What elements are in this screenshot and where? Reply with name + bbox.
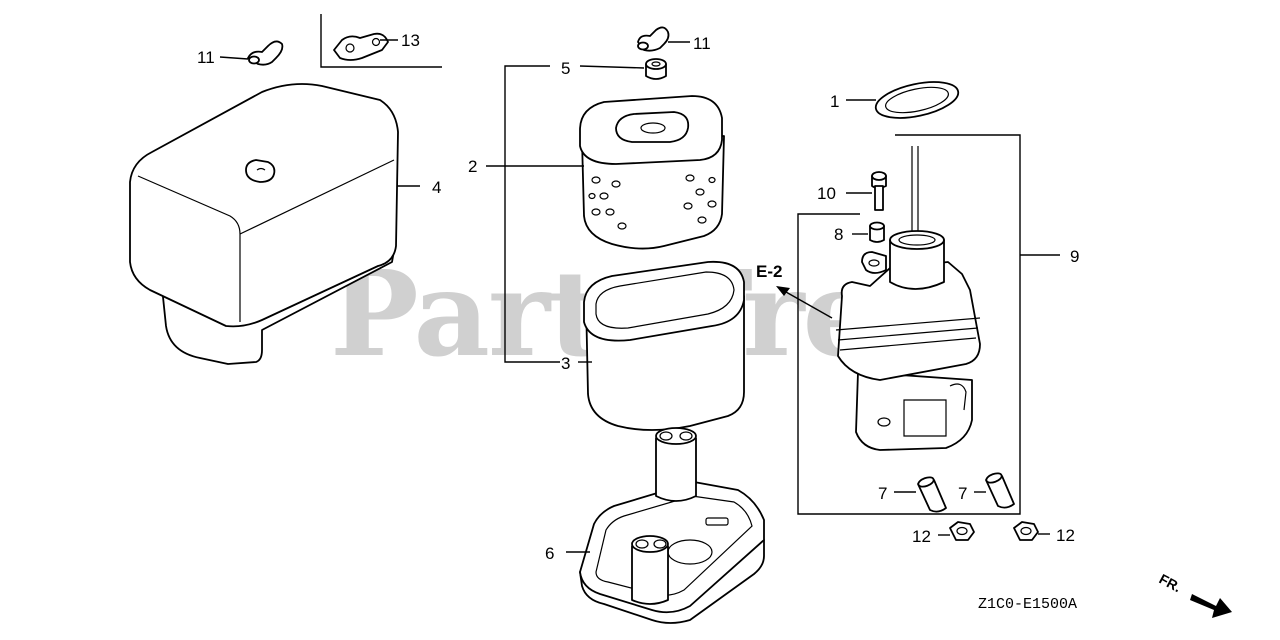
callout-11-left: 11 <box>197 48 215 67</box>
callout-10: 10 <box>817 184 836 203</box>
front-direction-arrow: FR. <box>1157 571 1232 618</box>
filter-perforations <box>588 174 717 230</box>
part-7-pipe-right[interactable] <box>985 472 1015 509</box>
part-12-nut-left[interactable] <box>949 521 975 541</box>
part-11-wing-nut-right[interactable] <box>637 26 670 52</box>
part-11-wing-nut-left[interactable] <box>247 40 284 66</box>
part-4-cover[interactable] <box>129 83 399 365</box>
direction-label: FR. <box>1157 571 1184 596</box>
part-10-bolt[interactable] <box>871 171 887 211</box>
part-7-pipe-left[interactable] <box>917 476 947 513</box>
reference-label-e2: E-2 <box>756 262 782 281</box>
part-9-elbow[interactable] <box>835 146 981 451</box>
callout-7-right: 7 <box>958 484 967 503</box>
callout-7-left: 7 <box>878 484 887 503</box>
callout-5: 5 <box>561 59 570 78</box>
callout-3: 3 <box>561 354 570 373</box>
callout-8: 8 <box>834 225 843 244</box>
callout-4: 4 <box>432 178 441 197</box>
part-5-grommet[interactable] <box>645 58 667 80</box>
part-1-gasket[interactable] <box>873 76 962 125</box>
part-12-nut-right[interactable] <box>1013 521 1039 541</box>
callout-11-right: 11 <box>693 34 711 53</box>
callout-13: 13 <box>401 31 420 50</box>
callout-9: 9 <box>1070 247 1079 266</box>
callout-6: 6 <box>545 544 554 563</box>
part-8-collar[interactable] <box>869 221 885 243</box>
callout-12-left: 12 <box>912 527 931 546</box>
part-13-bracket[interactable] <box>333 32 389 61</box>
part-2-filter-element[interactable] <box>579 95 725 250</box>
callout-2: 2 <box>468 157 477 176</box>
callout-1: 1 <box>830 92 839 111</box>
part-3-foam-element[interactable] <box>583 260 745 431</box>
callout-12-right: 12 <box>1056 526 1075 545</box>
part-6-case[interactable] <box>579 427 765 624</box>
diagram-code: Z1C0-E1500A <box>978 596 1077 613</box>
